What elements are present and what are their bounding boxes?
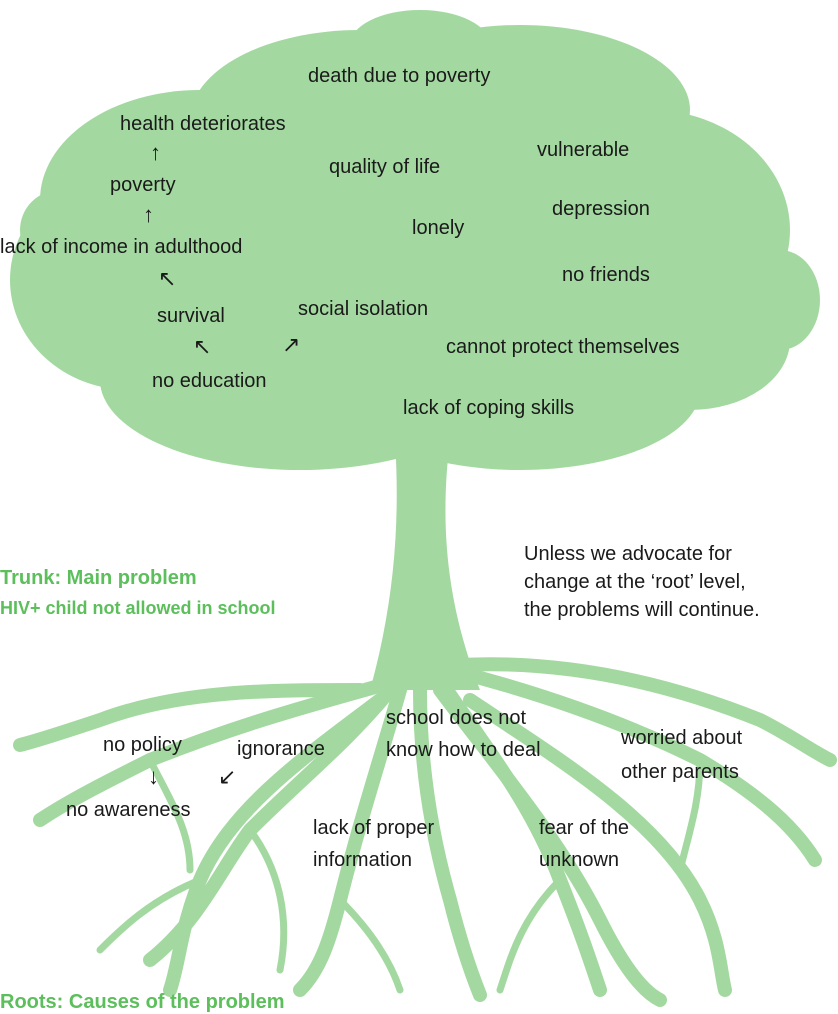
arrow-up-left-icon: ↖ [158, 266, 177, 291]
label-no-friends: no friends [562, 264, 650, 286]
label-quality-of-life: quality of life [329, 156, 441, 178]
label-survival: survival [157, 305, 225, 327]
root [433, 683, 667, 1007]
canopy-blob [740, 250, 820, 350]
root [163, 693, 387, 997]
arrow-up-icon: ↑ [143, 202, 154, 227]
label-other-parents: other parents [621, 761, 739, 783]
label-know-how-to-deal: know how to deal [386, 739, 541, 761]
root [146, 756, 194, 874]
label-no-education: no education [152, 370, 267, 392]
label-no-awareness: no awareness [66, 799, 191, 821]
label-ignorance: ignorance [237, 738, 325, 760]
canopy-blob [340, 310, 700, 470]
label-no-policy: no policy [103, 734, 182, 756]
trunk [370, 440, 480, 690]
label-vulnerable: vulnerable [537, 139, 630, 161]
root [463, 693, 732, 997]
label-social-isolation: social isolation [298, 298, 429, 320]
root [96, 876, 204, 954]
root [443, 663, 822, 867]
label-worried-about: worried about [621, 727, 743, 749]
label-depression: depression [552, 198, 650, 220]
canopy-blob [350, 10, 490, 80]
trunk-subheading: HIV+ child not allowed in school [0, 598, 276, 618]
roots-heading: Roots: Causes of the problem [0, 991, 285, 1013]
root [13, 683, 367, 752]
arrow-down-icon: ↓ [148, 764, 159, 789]
canopy-blob [20, 190, 100, 270]
arrow-up-icon: ↑ [150, 140, 161, 165]
root [246, 826, 288, 974]
root [413, 683, 487, 1002]
root [336, 896, 404, 994]
root [496, 876, 564, 994]
advocacy-note-line: the problems will continue. [524, 599, 760, 621]
advocacy-note: Unless we advocate for change at the ‘ro… [524, 540, 824, 624]
advocacy-note-line: Unless we advocate for [524, 543, 732, 565]
arrow-up-left-icon: ↖ [193, 334, 212, 359]
label-lack-of-proper: lack of proper [313, 817, 435, 839]
label-death-due-to-poverty: death due to poverty [308, 65, 491, 87]
arrow-down-left-icon: ↙ [218, 764, 237, 789]
advocacy-note-line: change at the ‘root’ level, [524, 571, 746, 593]
arrow-up-right-icon: ↗ [282, 332, 301, 357]
trunk-heading: Trunk: Main problem [0, 567, 197, 589]
label-fear-of-the: fear of the [539, 817, 630, 839]
root [676, 756, 704, 874]
root [453, 657, 837, 767]
label-poverty: poverty [110, 174, 176, 196]
label-lack-of-income: lack of income in adulthood [0, 236, 243, 258]
label-unknown: unknown [539, 849, 620, 871]
root [293, 683, 407, 997]
label-school-does-not: school does not [386, 707, 527, 729]
label-lack-of-coping-skills: lack of coping skills [403, 397, 575, 419]
label-lonely: lonely [412, 217, 465, 239]
label-information: information [313, 849, 412, 871]
label-health-deteriorates: health deteriorates [120, 113, 286, 135]
label-cannot-protect: cannot protect themselves [446, 336, 680, 358]
